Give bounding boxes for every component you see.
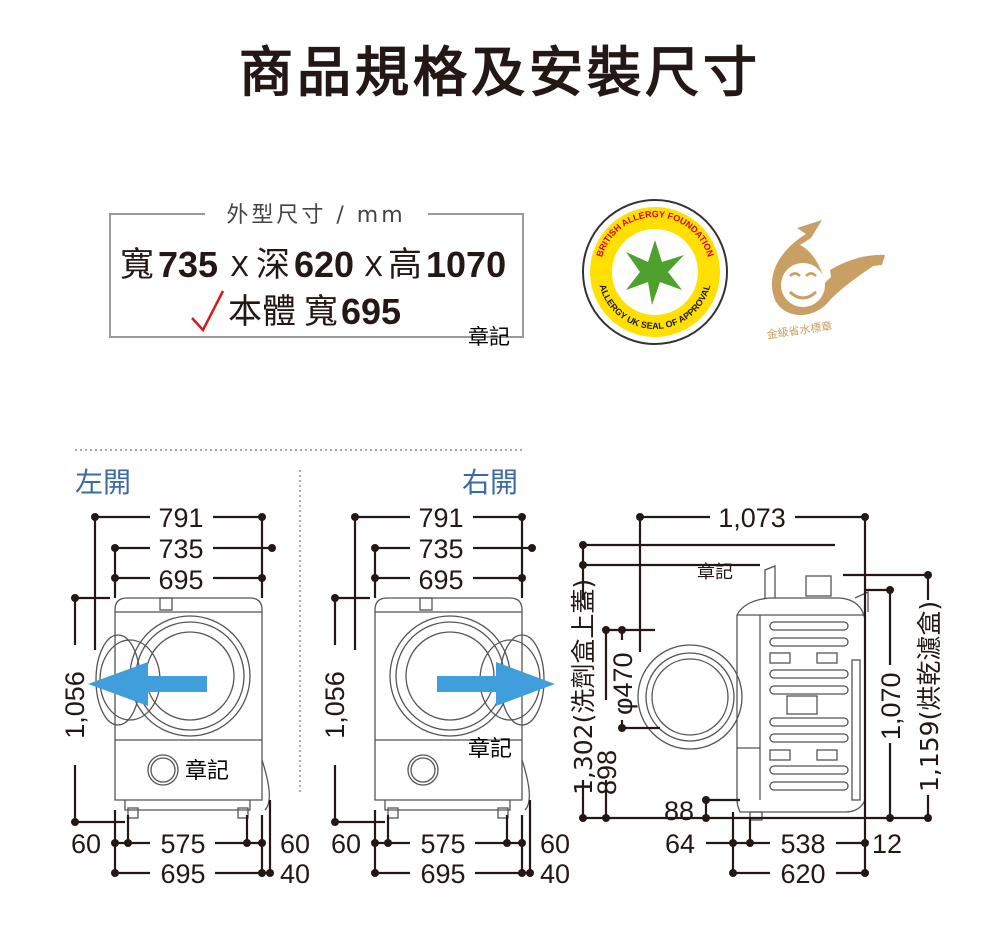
dim-60: 60 (331, 829, 361, 859)
times-sign: X (230, 250, 249, 283)
svg-text:金級省水標章: 金級省水標章 (766, 319, 833, 342)
registered-mark: 章記 (697, 562, 733, 583)
dim-735: 735 (158, 534, 203, 564)
spec-legend: 外型尺寸 / mm (226, 203, 405, 228)
dim-door-diameter: φ470 (608, 652, 638, 715)
dim-88: 88 (664, 796, 694, 826)
dim-1070: 1,070 (876, 672, 906, 740)
dim-height: 1,056 (60, 671, 90, 739)
body-label: 本體 (228, 292, 296, 332)
height-label: 高 (388, 245, 422, 285)
dim-575: 575 (160, 829, 205, 859)
left-dimensions (71, 513, 276, 877)
dim-695: 695 (158, 565, 203, 595)
depth-label: 深 (256, 245, 290, 285)
dim-791: 791 (418, 503, 463, 533)
dim-12: 12 (872, 829, 902, 859)
dim-791: 791 (158, 503, 203, 533)
leaf-icon (626, 240, 684, 305)
water-saving-logo: 金級省水標章 (766, 220, 885, 342)
dim-depth-open: 1,073 (718, 503, 786, 533)
dim-575: 575 (420, 829, 465, 859)
dim-height: 1,056 (320, 671, 350, 739)
front-view-left (114, 597, 270, 819)
allergy-uk-seal-logo: BRITISH ALLERGY FOUNDATION ALLERGY UK SE… (582, 199, 728, 345)
side-view (579, 513, 932, 877)
body-width-value: 695 (341, 291, 401, 332)
dim-620: 620 (780, 859, 825, 889)
dim-64: 64 (665, 829, 695, 859)
height-value: 1070 (426, 244, 506, 285)
times-sign: X (364, 250, 383, 283)
page-title: 商品規格及安裝尺寸 (239, 41, 761, 104)
depth-value: 620 (294, 244, 354, 285)
dim-60: 60 (280, 829, 310, 859)
width-label: 寬 (120, 245, 154, 285)
front-view-right (374, 597, 555, 819)
left-open-door (88, 634, 207, 726)
width-value: 735 (158, 244, 218, 285)
dim-695: 695 (418, 565, 463, 595)
dim-1159: 1,159(烘乾濾盒) (915, 601, 944, 792)
right-open-label: 右開 (462, 466, 518, 499)
dim-538: 538 (780, 829, 825, 859)
body-width-label: 寬 (304, 292, 338, 332)
spec-box: 外型尺寸 / mm 寬 735 X 深 620 X 高 1070 本體 寬 69… (109, 203, 524, 349)
dim-898: 898 (592, 750, 622, 795)
registered-mark: 章記 (468, 737, 512, 762)
checkmark-icon (191, 290, 225, 333)
dim-40: 40 (280, 859, 310, 889)
right-arrow-icon (437, 662, 555, 706)
dim-60: 60 (540, 829, 570, 859)
registered-mark: 章記 (185, 759, 229, 784)
dim-1302: 1,302(洗劑盒上蓋) (569, 579, 598, 795)
dim-40: 40 (540, 859, 570, 889)
right-dimensions (331, 513, 536, 877)
left-open-label: 左開 (75, 466, 131, 499)
dim-60: 60 (71, 829, 101, 859)
left-arrow-icon (88, 662, 207, 706)
dim-735: 735 (418, 534, 463, 564)
registered-mark: 章記 (468, 325, 510, 349)
dim-695: 695 (160, 859, 205, 889)
dim-695: 695 (420, 859, 465, 889)
